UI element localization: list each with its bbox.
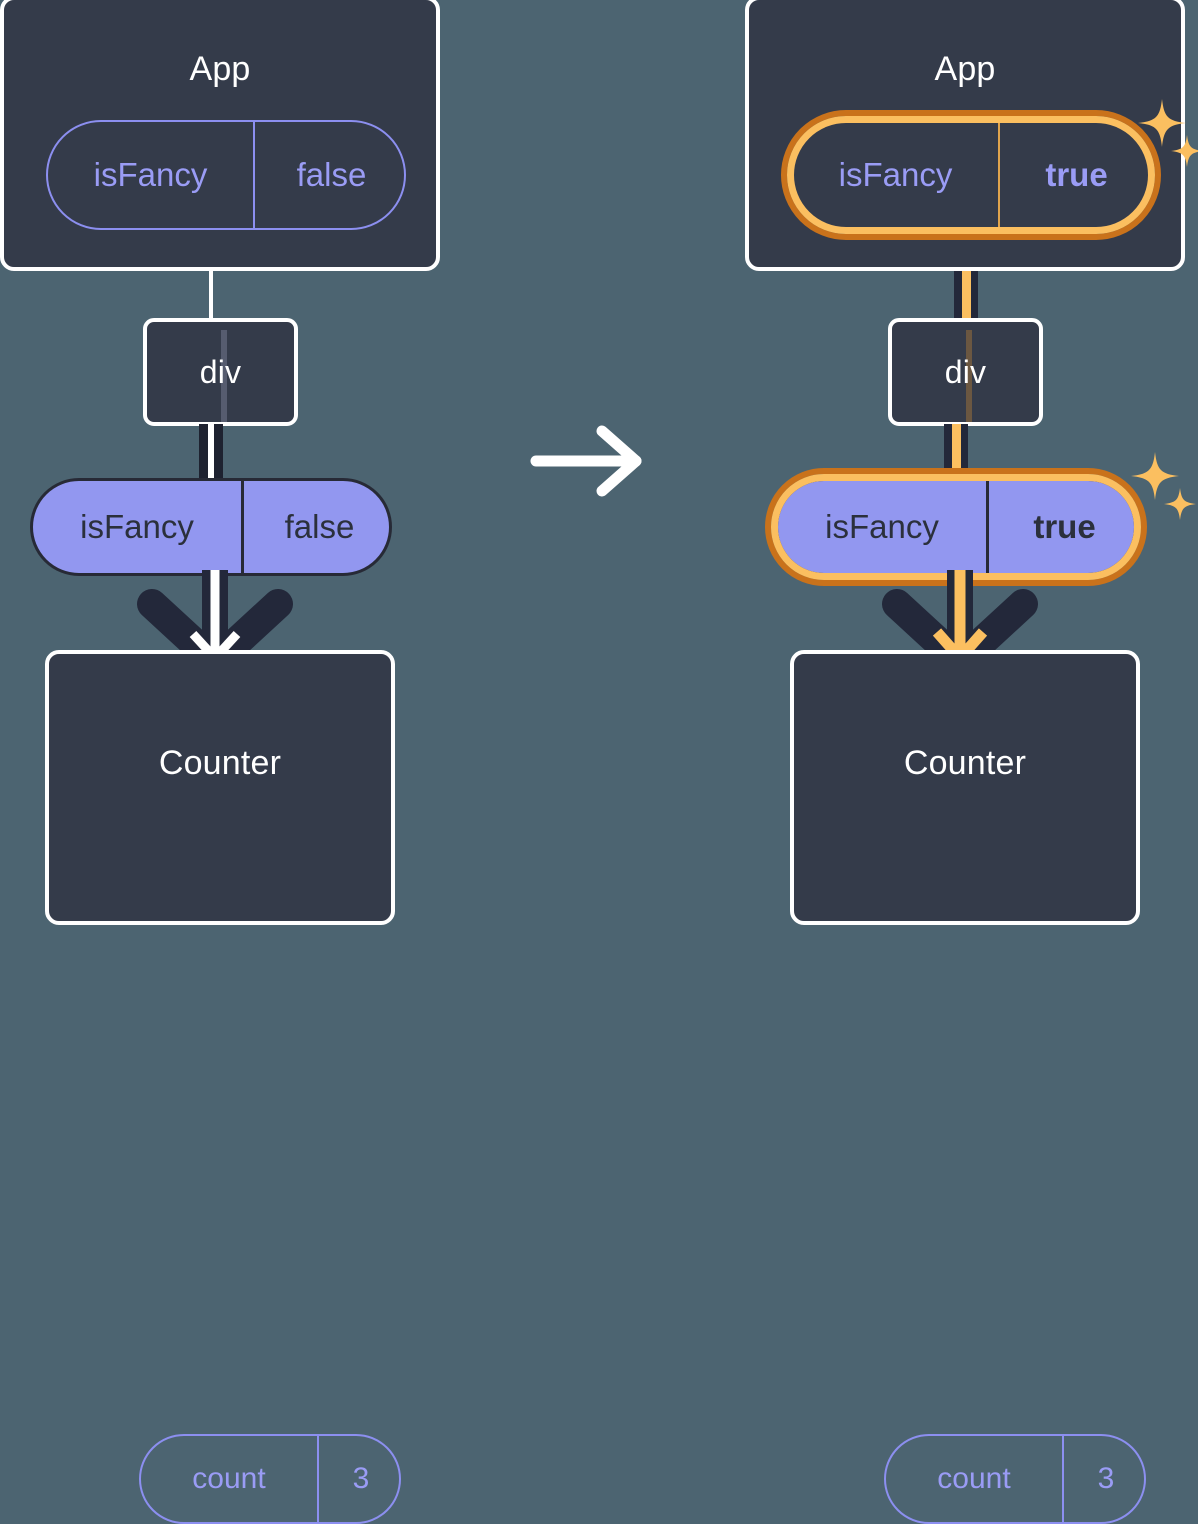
state-key: isFancy [825,508,939,545]
app-prop-key: isFancy [93,156,208,193]
div-title: div [944,354,987,390]
app-prop-key: isFancy [838,156,953,193]
counter-prop-key: count [937,1462,1011,1495]
counter-component-card: Counter count 3 [45,650,401,1524]
counter-prop-pill: count 3 [139,1434,401,1524]
counter-prop-pill: count 3 [884,1434,1146,1524]
div-passthrough-line [966,330,972,422]
after-state-panel: App isFancy true div [735,0,1198,1524]
sparkles-icon [1127,448,1198,528]
div-passthrough-line [221,330,227,422]
state-key: isFancy [80,508,194,545]
before-state-panel: App isFancy false div isFancy false [0,0,450,1524]
connector-core-highlighted [952,424,961,486]
app-component-card: App isFancy false [0,0,440,271]
app-title: App [934,50,996,88]
app-prop-pill: isFancy false [46,120,406,230]
state-value: true [986,481,1134,573]
app-prop-pill: isFancy true [791,120,1151,230]
connector-core [208,424,214,484]
app-component-card: App isFancy true [745,0,1198,271]
div-title: div [199,354,242,390]
app-title: App [189,50,251,88]
app-prop-value: false [253,122,404,228]
connector-div-to-state-highlighted [944,424,968,486]
connector-div-to-state [199,424,223,484]
app-prop-value: true [998,122,1149,228]
sparkles-icon [1134,95,1198,175]
state-pill: isFancy true [775,478,1137,576]
counter-title: Counter [158,744,282,782]
counter-prop-value: 3 [1062,1436,1144,1522]
counter-component-card: Counter count 3 [790,650,1146,1524]
div-element-card: div [888,318,1043,426]
counter-prop-value: 3 [317,1436,399,1522]
transition-arrow-icon [528,425,648,497]
connector-app-to-div [209,266,213,324]
connector-core-highlighted [962,222,971,326]
counter-title: Counter [903,744,1027,782]
div-element-card: div [143,318,298,426]
counter-prop-key: count [192,1462,266,1495]
state-value: false [241,481,389,573]
state-pill: isFancy false [30,478,392,576]
